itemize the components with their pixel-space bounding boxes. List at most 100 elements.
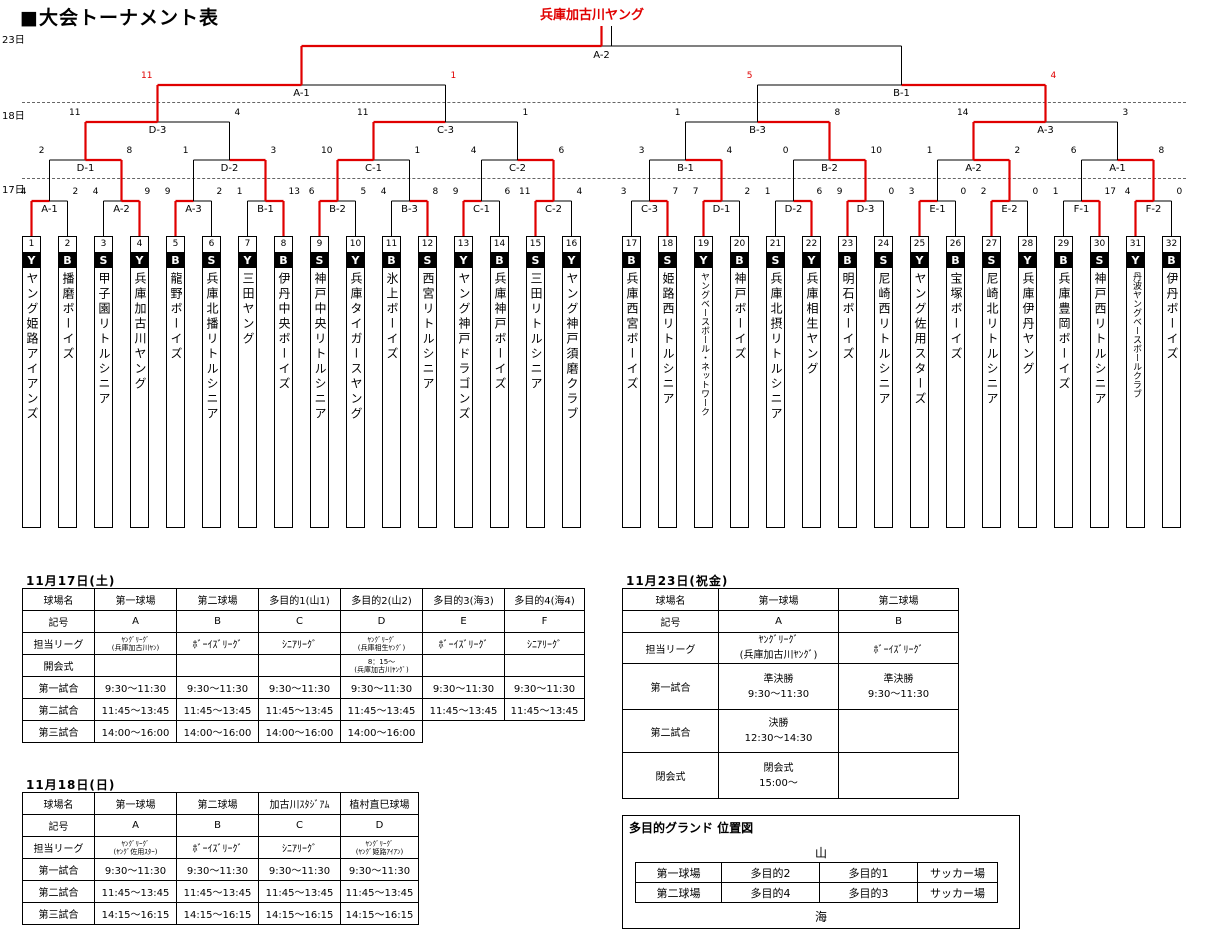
schedule-cell: ﾔﾝｸﾞﾘｰｸﾞ (兵庫加古川ﾔﾝｸﾞ) (718, 632, 839, 664)
ground-map-title: 多目的グランド 位置図 (629, 821, 754, 835)
team-name: 明石ボーイズ (841, 272, 855, 362)
match-code: C-1 (365, 163, 382, 174)
schedule-cell: 8：15～ (兵庫加古川ﾔﾝｸﾞ) (340, 654, 423, 677)
day18-schedule-table: 球場名第一球場第二球場加古川ｽﾀｼﾞｱﾑ植村直巳球場記号ABCD担当リーグﾔﾝｸ… (22, 792, 419, 925)
schedule-cell (838, 752, 959, 799)
match-score: 2 (217, 187, 223, 197)
match-score: 7 (673, 187, 679, 197)
match-score: 1 (675, 108, 681, 118)
team-seed: 21 (767, 237, 784, 253)
match-code: D-3 (857, 204, 875, 215)
match-score: 0 (783, 146, 789, 156)
schedule-cell: B (838, 610, 959, 633)
match-score: 5 (361, 187, 367, 197)
schedule-cell: 14:15～16:15 (176, 902, 259, 925)
team-name: 伊丹ボーイズ (1165, 272, 1179, 362)
match-code: A-1 (293, 88, 310, 99)
team-name: 龍野ボーイズ (169, 272, 183, 362)
team-name: 三田リトルシニア (529, 272, 543, 392)
schedule-cell: 9:30～11:30 (94, 858, 177, 881)
match-code: E-2 (1001, 204, 1017, 215)
team-name: 兵庫伊丹ヤング (1021, 272, 1035, 377)
row-header: 担当リーグ (22, 632, 95, 655)
champion-name: 兵庫加古川ヤング (540, 8, 645, 23)
schedule-cell: 9:30～11:30 (258, 858, 341, 881)
match-score: 9 (145, 187, 151, 197)
team-league: Y (23, 253, 40, 268)
schedule-cell: 閉会式 15:00～ (718, 752, 839, 799)
team-league: Y (911, 253, 928, 268)
team-league: B (275, 253, 292, 268)
team-league: S (1091, 253, 1108, 268)
match-score: 4 (471, 146, 477, 156)
match-score: 4 (1051, 71, 1057, 81)
match-score: 1 (765, 187, 771, 197)
match-score: 3 (271, 146, 277, 156)
team-name: 甲子園リトルシニア (97, 272, 111, 407)
match-code: D-1 (713, 204, 731, 215)
schedule-cell: 9:30～11:30 (340, 858, 419, 881)
schedule-cell: 第二球場 (838, 588, 959, 611)
day-label-23: 23日 (2, 35, 25, 46)
schedule-cell: C (258, 610, 341, 633)
schedule-cell (94, 654, 177, 677)
team-name: 姫路西リトルシニア (661, 272, 675, 407)
match-code: B-1 (893, 88, 910, 99)
schedule-cell: 11:45～13:45 (94, 880, 177, 903)
schedule-cell (422, 654, 505, 677)
team-name: ヤング神戸ドラゴンズ (457, 272, 471, 422)
schedule-cell (258, 654, 341, 677)
team-league: S (875, 253, 892, 268)
match-code: A-3 (1037, 125, 1054, 136)
schedule-cell: ｼﾆｱﾘｰｸﾞ (258, 632, 341, 655)
schedule-cell: 準決勝 9:30～11:30 (838, 663, 959, 710)
ground-map-cell: サッカー場 (917, 882, 998, 903)
team-seed: 26 (947, 237, 964, 253)
team-seed: 31 (1127, 237, 1144, 253)
match-score: 13 (289, 187, 300, 197)
row-header: 第一試合 (22, 858, 95, 881)
schedule-cell: B (176, 814, 259, 837)
ground-map-cell: 多目的1 (819, 862, 918, 883)
schedule-cell: 9:30～11:30 (176, 858, 259, 881)
schedule-cell: 11:45～13:45 (176, 880, 259, 903)
schedule-cell: 決勝 12:30～14:30 (718, 709, 839, 753)
team-seed: 5 (167, 237, 184, 253)
schedule-cell: 14:00～16:00 (258, 720, 341, 743)
schedule-cell: 加古川ｽﾀｼﾞｱﾑ (258, 792, 341, 815)
schedule-cell: A (94, 610, 177, 633)
match-code: C-2 (545, 204, 562, 215)
match-code: D-2 (785, 204, 803, 215)
match-score: 4 (93, 187, 99, 197)
schedule-cell: 11:45～13:45 (340, 880, 419, 903)
match-score: 4 (1125, 187, 1131, 197)
team-seed: 15 (527, 237, 544, 253)
team-seed: 9 (311, 237, 328, 253)
schedule-row: 球場名第一球場第二球場多目的1(山1)多目的2(山2)多目的3(海3)多目的4(… (22, 588, 585, 611)
match-code: D-3 (149, 125, 167, 136)
schedule-cell: 11:45～13:45 (422, 698, 505, 721)
team-name: 兵庫タイガースヤング (349, 272, 363, 422)
team-seed: 32 (1163, 237, 1180, 253)
row-header: 閉会式 (622, 752, 719, 799)
match-code: A-1 (41, 204, 58, 215)
ground-map-cell: サッカー場 (917, 862, 998, 883)
team-league: Y (131, 253, 148, 268)
match-score: 14 (957, 108, 969, 118)
team-league: B (731, 253, 748, 268)
schedule-cell: 第一球場 (94, 588, 177, 611)
